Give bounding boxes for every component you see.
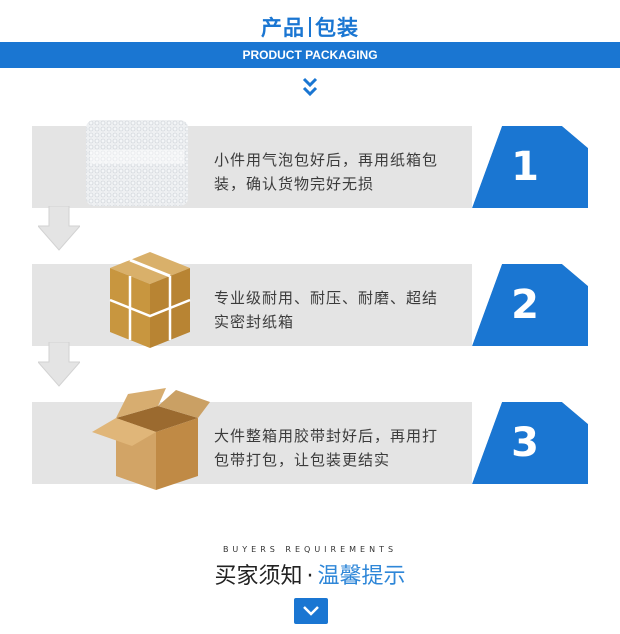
step-desc-line2: 装，确认货物完好无损 — [214, 175, 375, 193]
step-number: 2 — [511, 282, 539, 328]
step-number: 3 — [511, 420, 539, 466]
step-description: 小件用气泡包好后，再用纸箱包 装，确认货物完好无损 — [214, 148, 484, 196]
subtitle-text: PRODUCT PACKAGING — [242, 48, 378, 62]
page-title: 产品包装 — [0, 12, 620, 42]
title-left: 产品 — [261, 16, 305, 40]
down-arrow-icon — [38, 206, 80, 251]
title-separator — [309, 17, 311, 37]
footer-english-heading: BUYERS REQUIREMENTS — [222, 545, 398, 554]
double-chevron-down-icon — [302, 77, 318, 97]
bubble-wrap-image — [86, 120, 188, 206]
step-desc-line2: 包带打包，让包装更结实 — [214, 451, 391, 469]
step-3: 大件整箱用胶带封好后，再用打 包带打包，让包装更结实 3 — [32, 388, 588, 490]
step-desc-line1: 大件整箱用胶带封好后，再用打 — [214, 427, 439, 445]
sealed-carton-image — [109, 252, 191, 348]
step-desc-line2: 实密封纸箱 — [214, 313, 295, 331]
open-carton-image — [92, 388, 210, 490]
step-1: 小件用气泡包好后，再用纸箱包 装，确认货物完好无损 1 — [32, 120, 588, 208]
expand-button[interactable] — [294, 598, 328, 624]
footer-cn-left: 买家须知 — [214, 564, 303, 589]
footer-chinese-heading: 买家须知·温馨提示 — [0, 558, 620, 590]
down-arrow-icon — [38, 342, 80, 387]
title-right: 包装 — [315, 16, 359, 40]
step-description: 大件整箱用胶带封好后，再用打 包带打包，让包装更结实 — [214, 424, 484, 472]
chevron-down-icon — [303, 606, 319, 616]
subtitle-band: PRODUCT PACKAGING — [0, 42, 620, 68]
step-description: 专业级耐用、耐压、耐磨、超结 实密封纸箱 — [214, 286, 484, 334]
step-desc-line1: 专业级耐用、耐压、耐磨、超结 — [214, 289, 439, 307]
step-number: 1 — [511, 144, 539, 190]
footer-cn-right: 温馨提示 — [317, 564, 406, 589]
step-2: 专业级耐用、耐压、耐磨、超结 实密封纸箱 2 — [32, 252, 588, 348]
footer-cn-dot: · — [306, 564, 314, 589]
step-desc-line1: 小件用气泡包好后，再用纸箱包 — [214, 151, 439, 169]
